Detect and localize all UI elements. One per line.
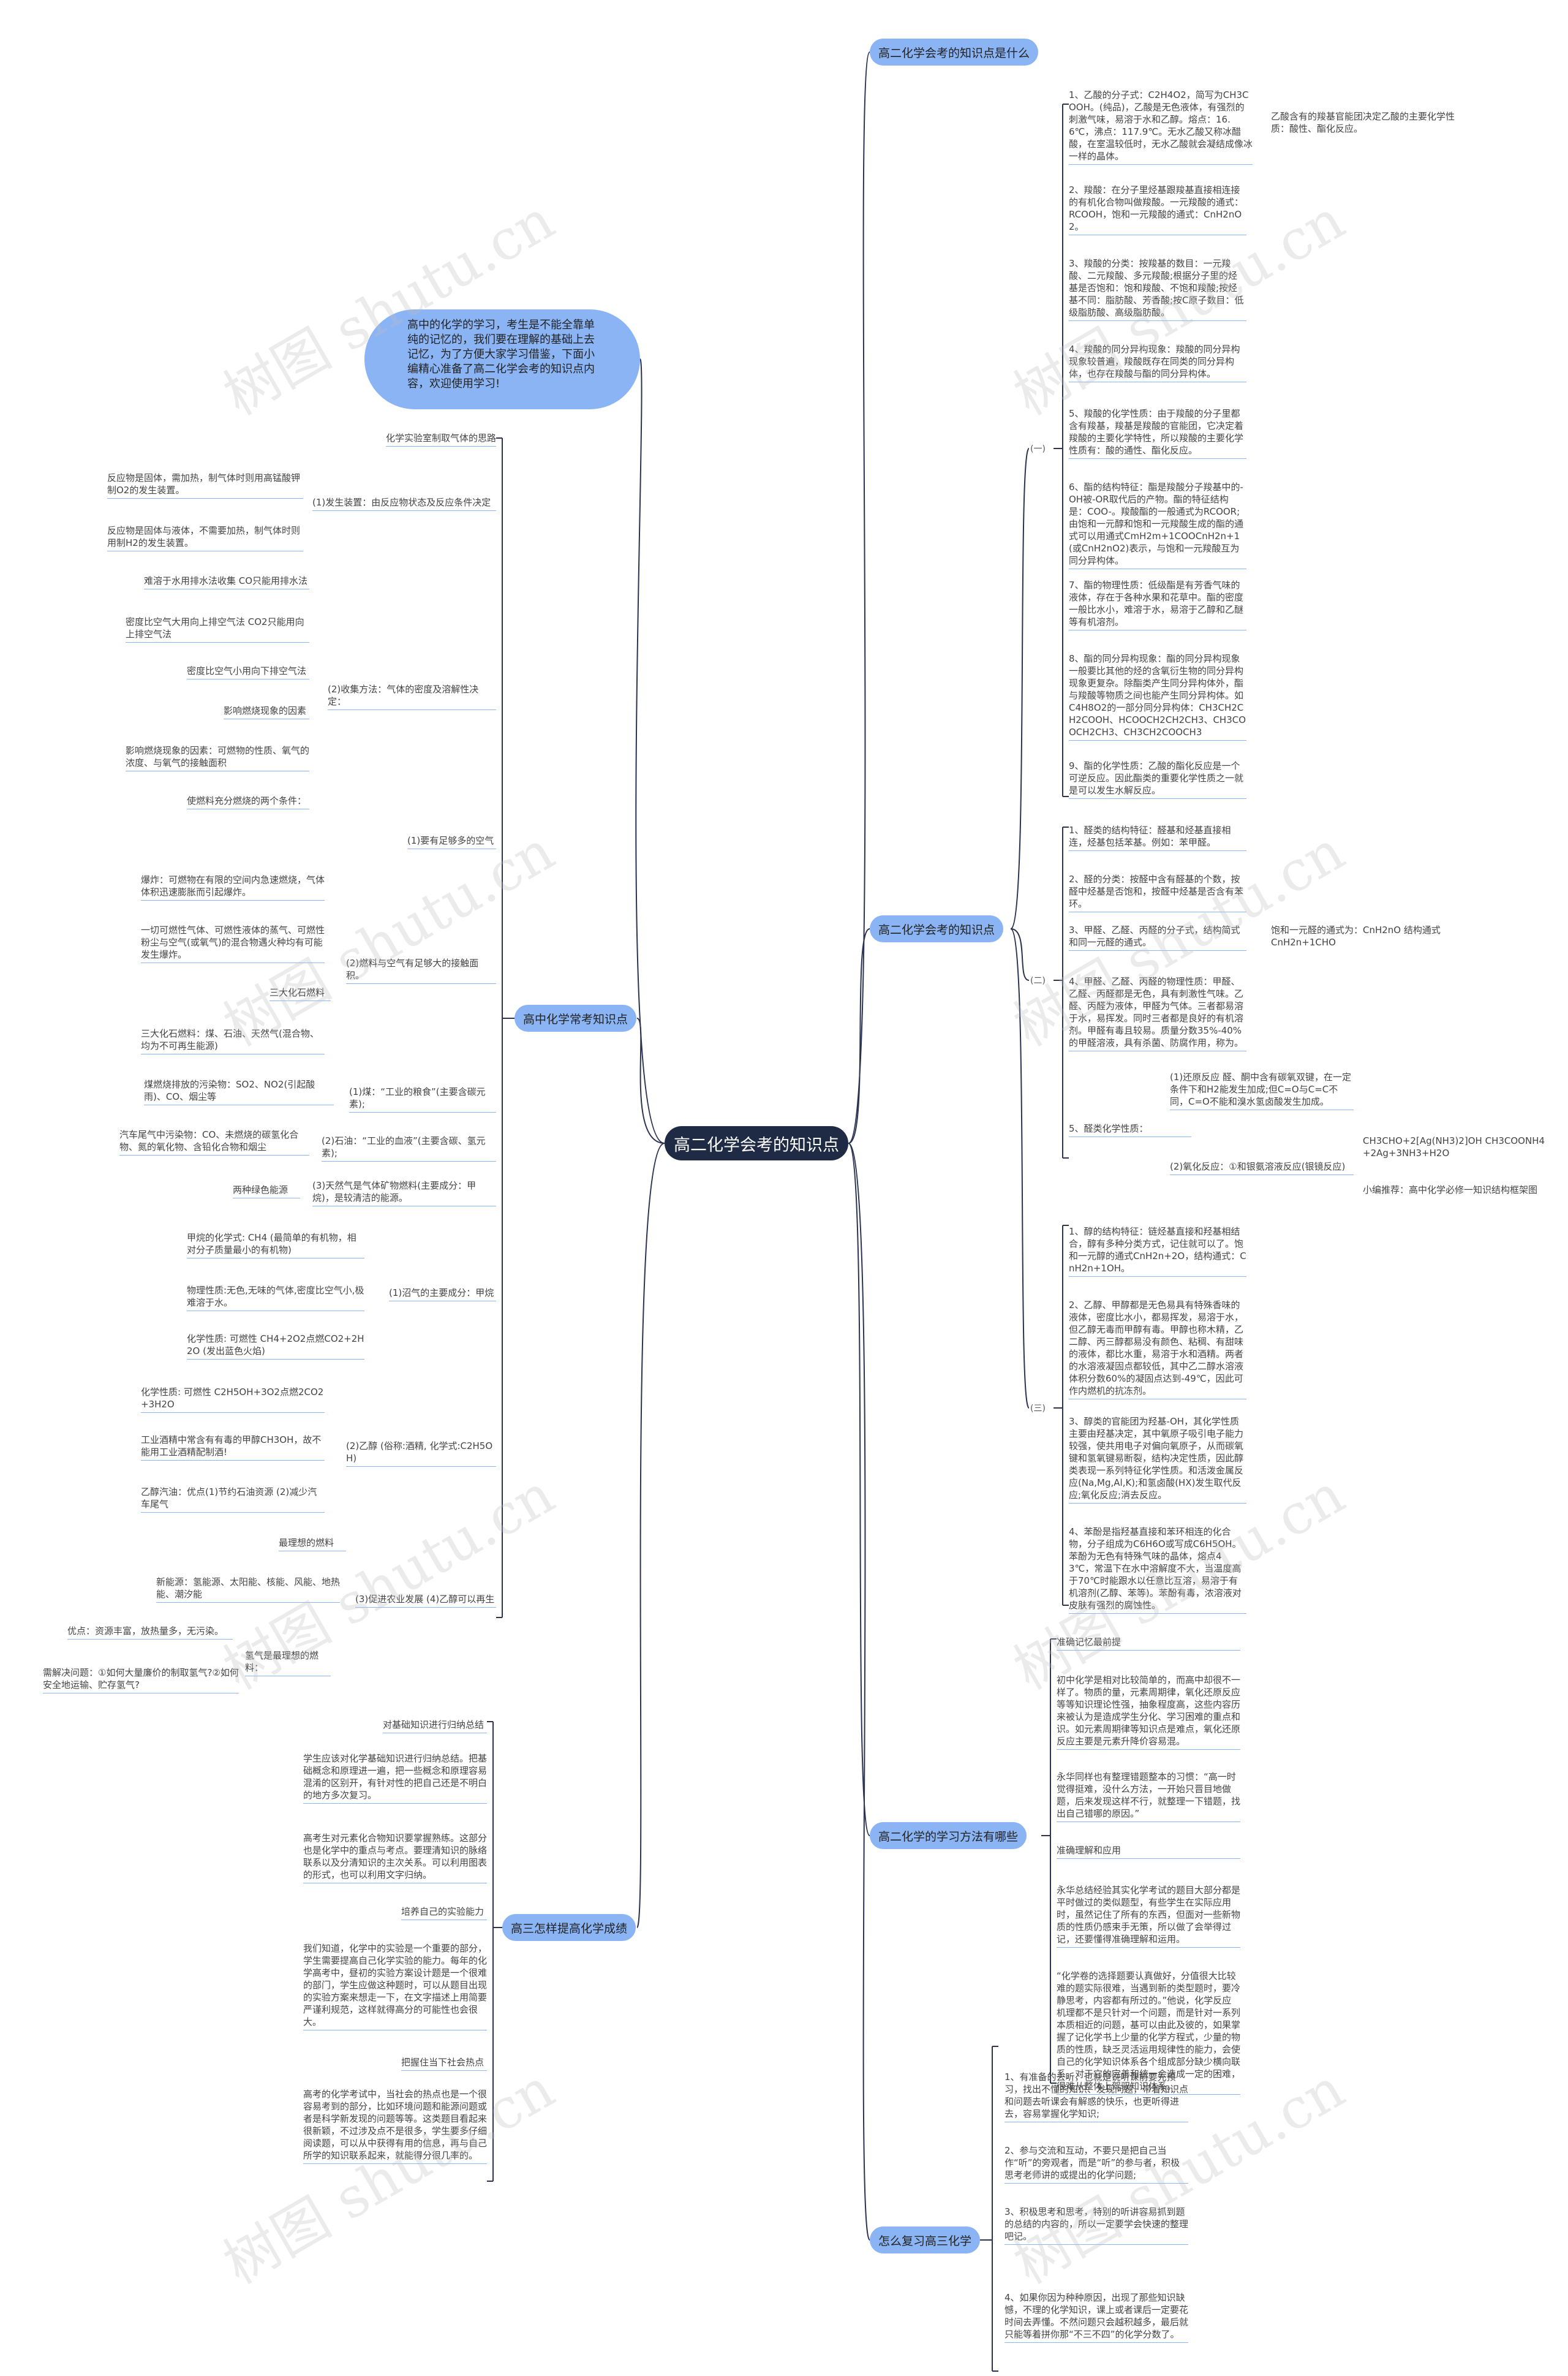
s5-item: 4、如果你因为种种原因，出现了那些知识缺憾，不理的化学知识，课上或者课后一定要花…	[1005, 2291, 1188, 2343]
branch-study-methods[interactable]: 高二化学的学习方法有哪些	[870, 1822, 1027, 1849]
s1-item: 3、羧酸的分类：按羧基的数目：一元羧酸、二元羧酸、多元羧酸;根据分子里的烃基是否…	[1069, 257, 1246, 321]
s2-item: 5、醛类化学性质：	[1069, 1122, 1191, 1137]
marker-two: (二)	[1030, 976, 1046, 986]
b5-item: (3)促进农业发展 (4)乙醇可以再生	[355, 1593, 496, 1608]
b5-item: 乙醇汽油：优点(1)节约石油资源 (2)减少汽车尾气	[141, 1486, 325, 1513]
b5-item: 化学性质: 可燃性 CH4+2O2点燃CO2+2H2O (发出蓝色火焰)	[187, 1333, 364, 1360]
b5-item: (1)发生装置：由反应物状态及反应条件决定	[312, 496, 496, 511]
s1-item: 9、酯的化学性质：乙酸的酯化反应是一个可逆反应。因此酯类的重要化学性质之一就是可…	[1069, 760, 1246, 799]
s1-item: 4、羧酸的同分异构现象：羧酸的同分异构现象较普遍，羧酸既存在同类的同分异构体，也…	[1069, 343, 1246, 382]
s5-item: 2、参与交流和互动，不要只是把自己当作“听”的旁观者，而是“听”的参与者，积极思…	[1005, 2144, 1188, 2184]
b6-item: 高考的化学考试中，当社会的热点也是一个很容易考到的部分，比如环境问题和能源问题或…	[303, 2088, 487, 2164]
b6-item: 对基础知识进行归纳总结	[383, 1719, 487, 1733]
b5-item: 最理想的燃料	[279, 1537, 346, 1551]
b5-item: 三大化石燃料：煤、石油、天然气(混合物、均为不可再生能源)	[141, 1027, 325, 1054]
b5-item: 需解决问题：①如何大量廉价的制取氢气?②如何安全地运输、贮存氢气?	[43, 1667, 239, 1693]
b5-item: 影响燃烧现象的因素	[224, 705, 309, 719]
s1-item: 2、羧酸：在分子里烃基跟羧基直接相连接的有机化合物叫做羧酸。一元羧酸的通式：RC…	[1069, 184, 1246, 235]
s4-item: 永华总结经验其实化学考试的题目大部分都是平时做过的类似题型，有些学生在实际应用时…	[1057, 1884, 1240, 1948]
marker-three: (三)	[1030, 1404, 1046, 1413]
b5-item: 氢气是最理想的燃料：	[245, 1649, 331, 1676]
s2-item: 2、醛的分类：按醛中含有醛基的个数，按醛中烃基是否饱和，按醛中烃基是否含有苯环。	[1069, 873, 1246, 912]
b5-item: 难溶于水用排水法收集 CO只能用排水法	[144, 575, 309, 589]
s1-item: 1、乙酸的分子式：C2H4O2，简写为CH3COOH。(纯品)，乙酸是无色液体，…	[1069, 89, 1253, 165]
b6-item: 学生应该对化学基础知识进行归纳总结。把基础概念和原理进一遍，把一些概念和原理容易…	[303, 1752, 487, 1804]
intro-node[interactable]: 高中的化学的学习，考生是不能全靠单纯的记忆的，我们要在理解的基础上去记忆，为了方…	[364, 309, 640, 409]
s2-recommend: 小编推荐：高中化学必修一知识结构框架图	[1363, 1184, 1538, 1195]
s2-reduction: (1)还原反应 醛、酮中含有碳氧双键，在一定条件下和H2能发生加成;但C=O与C…	[1170, 1071, 1354, 1110]
s1-item: 6、酯的结构特征：酯是羧酸分子羧基中的-OH被-OR取代后的产物。酯的特征结构是…	[1069, 481, 1246, 569]
marker-one: (一)	[1030, 444, 1046, 454]
b5-item: 煤燃烧排放的污染物：SO2、NO2(引起酸雨)、CO、烟尘等	[144, 1078, 334, 1105]
b6-item: 把握住当下社会热点	[401, 2056, 487, 2071]
s3-item: 3、醇类的官能团为羟基-OH，其化学性质主要由羟基决定，其中氧原子吸引电子能力较…	[1069, 1415, 1246, 1504]
b5-item: 新能源：氢能源、太阳能、核能、风能、地热能、潮汐能	[156, 1576, 340, 1603]
b5-item: 工业酒精中常含有有毒的甲醇CH3OH，故不能用工业酒精配制酒!	[141, 1434, 325, 1461]
s3-item: 2、乙醇、甲醇都是无色易具有特殊香味的液体，密度比水小，都易挥发，易溶于水，但乙…	[1069, 1299, 1246, 1399]
s5-item: 3、积极思考和思考，特别的听讲容易抓到题的总结的内容的，所以一定要学会快速的整理…	[1005, 2206, 1188, 2245]
b5-item: (2)乙醇 (俗称:酒精, 化学式:C2H5OH)	[346, 1440, 496, 1467]
branch-review-tips[interactable]: 怎么复习高三化学	[870, 2227, 981, 2253]
s4-item: 永华同样也有整理错题整本的习惯：“高一时觉得挺难，没什么方法，一开始只晋目地做题…	[1057, 1771, 1240, 1822]
b5-item: 反应物是固体与液体，不需要加热，制气体时则用制H2的发生装置。	[107, 524, 303, 551]
b5-item: 物理性质:无色,无味的气体,密度比空气小,极难溶于水。	[187, 1284, 364, 1311]
s1-item: 7、酯的物理性质：低级酯是有芳香气味的液体，存在于各种水果和花草中。酯的密度一般…	[1069, 579, 1246, 630]
b5-item: (2)石油：“工业的血液”(主要含碳、氢元素);	[322, 1135, 496, 1162]
b6-item: 培养自己的实验能力	[401, 1905, 487, 1920]
b5-item: 甲烷的化学式: CH4 (最简单的有机物，相对分子质量最小的有机物)	[187, 1232, 364, 1258]
b5-item: (1)煤：“工业的粮食”(主要含碳元素);	[349, 1086, 496, 1113]
s3-item: 4、苯酚是指羟基直接和苯环相连的化合物，分子组成为C6H6O或写成C6H5OH。…	[1069, 1526, 1246, 1614]
b5-item: 爆炸：可燃物在有限的空间内急速燃烧，气体体积迅速膨胀而引起爆炸。	[141, 874, 325, 901]
b5-item: 化学实验室制取气体的思路	[386, 432, 496, 447]
b5-item: 影响燃烧现象的因素：可燃物的性质、氧气的浓度、与氧气的接触面积	[126, 744, 309, 771]
b6-item: 高考生对元素化合物知识要掌握熟练。这部分也是化学中的重点与考点。要理清知识的脉络…	[303, 1832, 487, 1883]
b5-item: (1)要有足够多的空气	[407, 834, 496, 849]
s1-note: 乙酸含有的羧基官能团决定乙酸的主要化学性质：酸性、酯化反应。	[1271, 111, 1455, 134]
s2-oxidation: (2)氧化反应：①和银氨溶液反应(银镜反应)	[1170, 1160, 1354, 1175]
s4-item: 准确理解和应用	[1057, 1844, 1240, 1859]
b5-item: 汽车尾气中污染物：CO、未燃烧的碳氢化合物、氮的氧化物、含铅化合物和烟尘	[119, 1129, 309, 1156]
b5-item: (3)天然气是气体矿物燃料(主要成分：甲烷)，是较清洁的能源。	[312, 1179, 496, 1206]
root-node[interactable]: 高二化学会考的知识点	[665, 1126, 848, 1160]
s4-item: 初中化学是相对比较简单的，而高中却很不一样了。物质的量，元素周期律，氧化还原反应…	[1057, 1674, 1240, 1750]
b5-item: (1)沼气的主要成分：甲烷	[389, 1287, 496, 1301]
b5-item: 反应物是固体，需加热，制气体时则用高锰酸钾制O2的发生装置。	[107, 472, 303, 499]
b6-item: 我们知道，化学中的实验是一个重要的部分，学生需要提高自己化学实验的能力。每年的化…	[303, 1942, 487, 2030]
s1-item: 8、酯的同分异构现象：酯的同分异构现象一般要比其他的烃的含氧衍生物的同分异构现象…	[1069, 653, 1246, 741]
s4-item: “化学卷的选择题要认真做好，分值很大比较难的题实际很难，当遇到新的类型题时，要冷…	[1057, 1970, 1240, 2095]
s2-equation: CH3CHO+2[Ag(NH3)2]OH CH3COONH4+2Ag+3NH3+…	[1363, 1135, 1545, 1159]
b5-item: 密度比空气大用向上排空气法 CO2只能用向上排空气法	[126, 616, 309, 643]
b5-item: 两种绿色能源	[233, 1184, 300, 1198]
b5-item: (2)燃料与空气有足够大的接触面积。	[346, 957, 496, 984]
s5-item: 1、有准备的去听，也就是说听课前要先预习，找出不懂的知识、发现问题，带着知识点和…	[1005, 2071, 1188, 2122]
branch-exam-knowledge[interactable]: 高二化学会考的知识点	[870, 915, 1004, 942]
b5-item: 密度比空气小用向下排空气法	[187, 665, 309, 679]
b5-item: 一切可燃性气体、可燃性液体的蒸气、可燃性粉尘与空气(或氧气)的混合物遇火种均有可…	[141, 924, 325, 963]
b5-item: 优点：资源丰富，放热量多，无污染。	[67, 1625, 233, 1640]
s2-note: 饱和一元醛的通式为：CnH2nO 结构通式CnH2n+1CHO	[1271, 925, 1441, 948]
branch-knowledge-points[interactable]: 高二化学会考的知识点是什么	[870, 39, 1039, 66]
branch-improve-scores[interactable]: 高三怎样提高化学成绩	[502, 1914, 636, 1941]
b5-item: 三大化石燃料	[270, 986, 331, 1001]
s2-item: 1、醛类的结构特征：醛基和烃基直接相连，烃基包括苯基。例如：苯甲醛。	[1069, 824, 1246, 851]
b5-item: 化学性质: 可燃性 C2H5OH+3O2点燃2CO2+3H2O	[141, 1386, 325, 1413]
s1-item: 5、羧酸的化学性质：由于羧酸的分子里都含有羧基，羧基是羧酸的官能团，它决定着羧酸…	[1069, 407, 1246, 459]
s2-item: 4、甲醛、乙醛、丙醛的物理性质：甲醛、乙醛、丙醛都是无色，具有刺激性气味。乙醛、…	[1069, 975, 1246, 1051]
b5-item: 使燃料充分燃烧的两个条件：	[187, 795, 309, 809]
b5-item: (2)收集方法：气体的密度及溶解性决定：	[328, 683, 496, 710]
s2-item: 3、甲醛、乙醛、丙醛的分子式，结构简式和同一元醛的通式。	[1069, 924, 1246, 951]
s3-item: 1、醇的结构特征：链烃基直接和羟基相结合，醇有多种分类方式，记住就可以了。饱和一…	[1069, 1225, 1246, 1277]
s4-head: 准确记忆最前提	[1057, 1636, 1240, 1651]
branch-common-points[interactable]: 高中化学常考知识点	[514, 1005, 637, 1032]
